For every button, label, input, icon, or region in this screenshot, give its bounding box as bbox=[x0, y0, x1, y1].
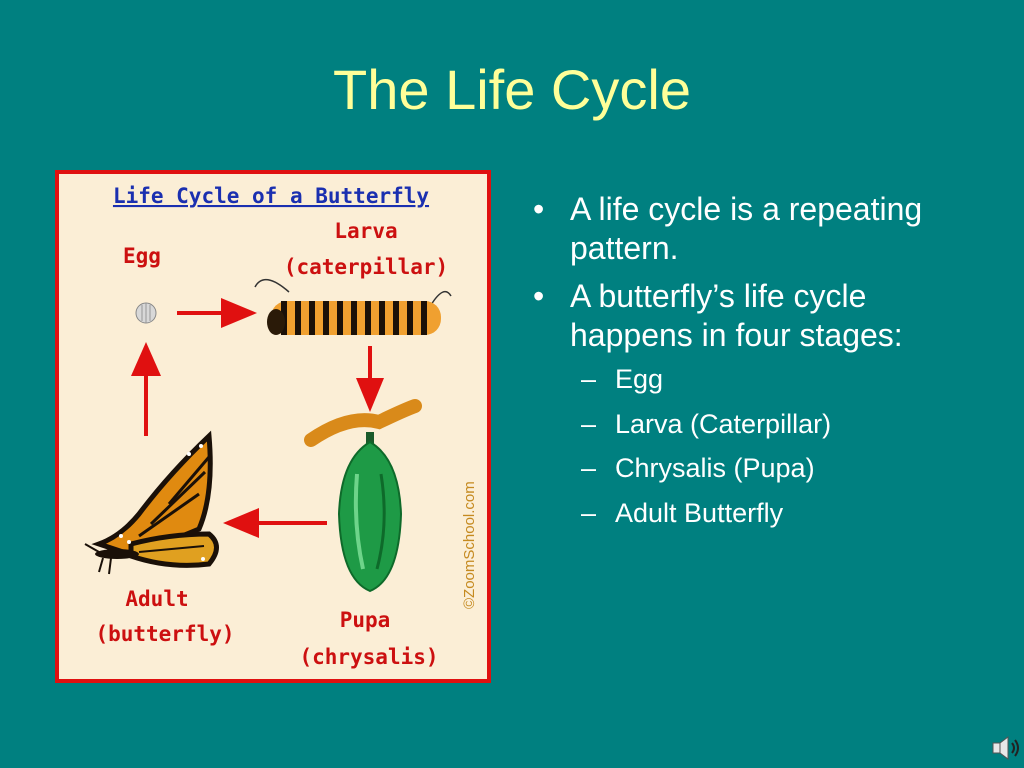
bullet-marker: • bbox=[533, 277, 545, 314]
bullet-item: • A life cycle is a repeating pattern. bbox=[533, 190, 973, 269]
arrow-larva-to-pupa-icon bbox=[356, 346, 384, 412]
arrow-egg-to-larva-icon bbox=[177, 298, 257, 328]
dash-marker: – bbox=[581, 497, 597, 528]
label-caterpillar: (caterpillar) bbox=[284, 255, 448, 279]
bullet-marker: • bbox=[533, 191, 545, 227]
sub-item-text: Egg bbox=[615, 364, 664, 395]
arrow-adult-to-egg-icon bbox=[131, 342, 161, 436]
credit-text: ©ZoomSchool.com bbox=[461, 481, 478, 609]
butterfly-icon bbox=[84, 430, 219, 575]
egg-icon bbox=[135, 302, 157, 324]
bullet-text: A life cycle is a repeating pattern. bbox=[570, 191, 923, 267]
label-chrysalis: (chrysalis) bbox=[299, 645, 438, 669]
life-cycle-figure: Life Cycle of a Butterfly Egg Larva (cat… bbox=[55, 170, 491, 683]
sub-item-larva: – Larva (Caterpillar) bbox=[581, 408, 973, 440]
dash-marker: – bbox=[581, 453, 597, 484]
bullet-item: • A butterfly’s life cycle happens in fo… bbox=[533, 277, 973, 356]
chrysalis-icon bbox=[304, 399, 422, 593]
figure-heading: Life Cycle of a Butterfly bbox=[113, 184, 429, 208]
sub-item-text: Larva (Caterpillar) bbox=[615, 408, 832, 439]
life-cycle-diagram: Life Cycle of a Butterfly Egg Larva (cat… bbox=[84, 184, 478, 669]
slide-title: The Life Cycle bbox=[333, 58, 691, 121]
bullet-text: A butterfly’s life cycle happens in four… bbox=[570, 277, 903, 354]
label-egg: Egg bbox=[123, 244, 161, 268]
sub-item-text: Chrysalis (Pupa) bbox=[615, 453, 815, 484]
sub-item-egg: – Egg bbox=[581, 363, 973, 395]
label-larva: Larva bbox=[334, 219, 397, 243]
label-pupa: Pupa bbox=[340, 608, 391, 632]
caterpillar-icon bbox=[254, 278, 452, 335]
dash-marker: – bbox=[581, 408, 597, 439]
sub-item-chrysalis: – Chrysalis (Pupa) bbox=[581, 452, 973, 484]
dash-marker: – bbox=[581, 364, 597, 395]
sub-item-adult: – Adult Butterfly bbox=[581, 497, 973, 529]
sub-item-text: Adult Butterfly bbox=[615, 497, 784, 528]
label-adult: Adult bbox=[125, 587, 188, 611]
label-butterfly: (butterfly) bbox=[95, 622, 234, 646]
speaker-icon[interactable] bbox=[990, 733, 1022, 763]
arrow-pupa-to-adult-icon bbox=[223, 508, 327, 538]
bullet-list: • A life cycle is a repeating pattern. •… bbox=[533, 190, 973, 541]
